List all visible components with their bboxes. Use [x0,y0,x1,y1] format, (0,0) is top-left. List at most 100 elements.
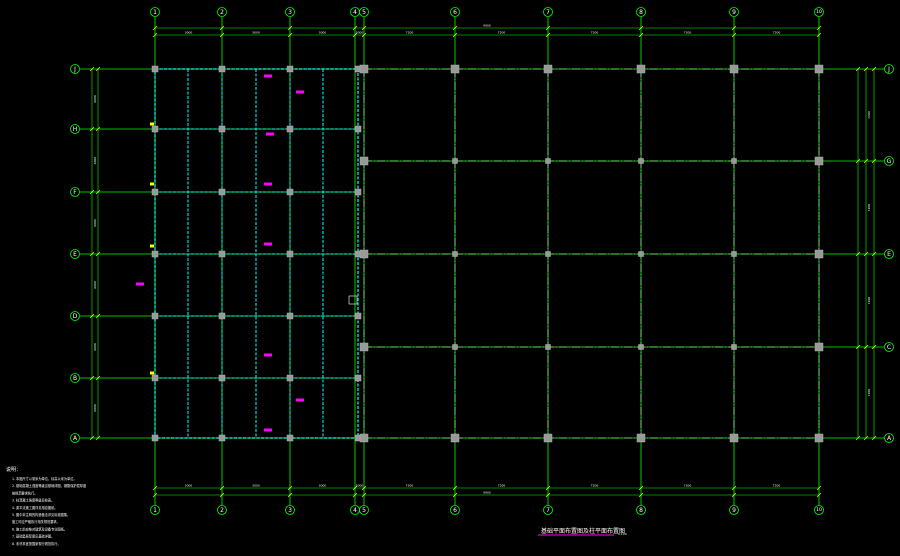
right-dim-tick [863,251,869,257]
axis-bubble [729,505,739,515]
column [286,250,294,258]
column [814,64,824,74]
bottom-dim-total: 9900 [483,491,491,495]
top-dim-value: 7200 [773,31,781,35]
top-dim-tick [219,25,225,31]
note-item: 8. 未尽事宜按国家现行规范执行。 [12,541,61,546]
member-tag [264,353,272,357]
top-dim-tick [452,25,458,31]
bottom-dim-tick [219,492,225,498]
column [814,156,824,166]
column-layout [151,64,824,443]
column [286,125,294,133]
column [151,374,159,382]
top-dim-tick [545,25,551,31]
bottom-dim-tick [545,492,551,498]
bottom-dim-value: 7200 [591,484,599,488]
column [151,125,159,133]
bottom-dim-tick [219,485,225,491]
axis-bubble [543,505,553,515]
axis-bubble [884,433,894,443]
left-dim-value: 6000 [93,281,97,289]
left-dim-value: 6000 [93,219,97,227]
right-dim-tick [855,66,861,72]
right-dim-value: 7200 [867,111,871,119]
left-dim-tick [95,66,101,72]
bottom-dim-tick [452,485,458,491]
axis-bubble [285,505,295,515]
column [218,312,226,320]
column [638,344,644,350]
column [450,433,460,443]
note-item: 6. 施工前应核对建筑及设备专业图纸。 [12,526,67,531]
left-dim-value: 6000 [93,404,97,412]
axis-bubble-label: 6 [453,507,457,514]
member-tag [264,428,272,432]
axis-bubble-label: A [887,435,892,442]
axis-bubble [217,505,227,515]
member-tag [264,242,272,246]
member-tags [136,74,358,432]
axis-bubble [70,249,80,259]
right-dim-tick [855,435,861,441]
note-item: 4. 梁平法施工图详见相应图纸。 [12,505,58,510]
top-dim-tick [219,32,225,38]
axis-marker [150,122,154,126]
axis-bubble-label: 5 [362,9,366,16]
column [636,64,646,74]
bottom-dim-tick [287,485,293,491]
axis-marker [150,244,154,248]
column [731,344,737,350]
axis-bubble-label: 10 [816,9,822,15]
column [545,251,551,257]
column [151,188,159,196]
left-dim-tick [89,126,95,132]
axis-bubble [359,7,369,17]
axis-bubble-label: 2 [220,507,224,514]
left-dim-tick [89,66,95,72]
top-dim-tick [152,32,158,38]
axis-bubble [450,7,460,17]
axis-bubble-label: J [73,66,76,73]
top-dim-tick [352,32,358,38]
top-dim-tick [638,32,644,38]
column [359,342,369,352]
top-dim-tick [352,25,358,31]
bottom-dim-tick [152,492,158,498]
axis-bubble-label: 4 [353,507,357,514]
top-dim-tick [287,25,293,31]
bottom-dim-value: 7200 [406,484,414,488]
column [452,344,458,350]
axis-bubble [543,7,553,17]
axis-marker [150,371,154,375]
axis-bubble-label: G [887,158,892,165]
axis-bubble [814,505,824,515]
column [729,433,739,443]
top-dim-tick [545,32,551,38]
top-dim-tick [731,25,737,31]
right-dim-value: 7200 [867,297,871,305]
member-tag [266,132,274,136]
axis-bubble [70,311,80,321]
axis-bubble-label: A [73,435,78,442]
axis-bubble-label: D [73,313,78,320]
column [731,251,737,257]
bottom-dim-value: 7200 [684,484,692,488]
column [452,251,458,257]
axis-grid-lines [80,17,884,505]
axis-bubble [150,7,160,17]
column [218,434,226,442]
column [814,342,824,352]
left-dim-value: 6000 [93,95,97,103]
axis-bubble-label: 10 [816,507,822,513]
column [354,374,362,382]
right-dim-tick [863,66,869,72]
bottom-dim-value: 7200 [498,484,506,488]
axis-bubble-label: 8 [639,9,643,16]
axis-bubble [884,342,894,352]
left-dim-tick [89,251,95,257]
member-tag [264,182,272,186]
bottom-dim-tick [545,485,551,491]
top-dim-tick [638,25,644,31]
top-dim-value: 7200 [406,31,414,35]
